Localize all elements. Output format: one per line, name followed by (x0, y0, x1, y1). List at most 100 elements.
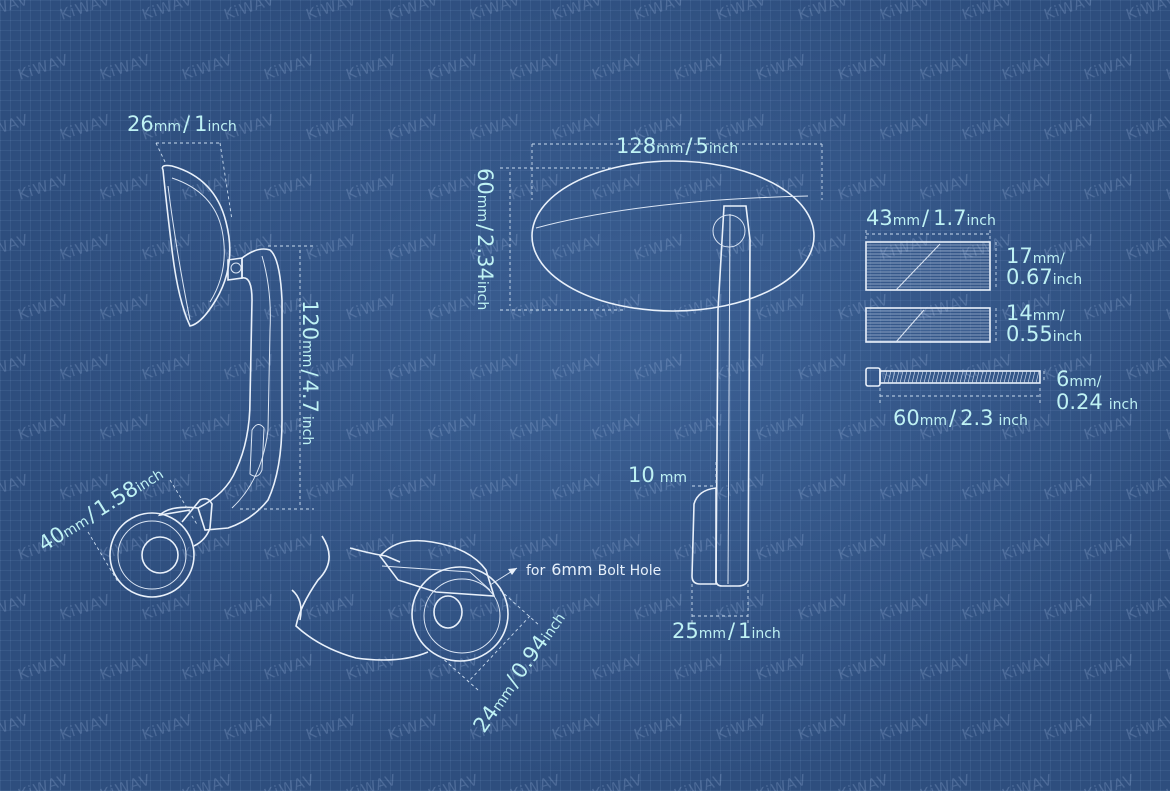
watermark-text: KiWAV (262, 530, 318, 563)
watermark-text: KiWAV (754, 410, 810, 443)
watermark-text: KiWAV (836, 770, 892, 791)
front-base-block (691, 487, 717, 585)
bolt-thread-line (987, 370, 992, 384)
watermark-text: KiWAV (550, 470, 606, 503)
watermark-text: KiWAV (918, 50, 974, 83)
bolt-thread-line (883, 370, 888, 384)
watermark-text: KiWAV (836, 410, 892, 443)
watermark-text: KiWAV (508, 530, 564, 563)
watermark-text: KiWAV (58, 110, 114, 143)
watermark-text: KiWAV (918, 650, 974, 683)
front-mirror-width-label: 128mm/5inch (616, 134, 738, 158)
watermark-text: KiWAV (1082, 410, 1138, 443)
parts-drawing (865, 230, 1045, 404)
watermark-text: KiWAV (386, 710, 442, 743)
watermark-text: KiWAV (796, 230, 852, 263)
watermark-text: KiWAV (386, 590, 442, 623)
watermark-text: KiWAV (590, 50, 646, 83)
watermark-text: KiWAV (1042, 110, 1098, 143)
watermark-text: KiWAV (344, 770, 400, 791)
watermark-text: KiWAV (836, 170, 892, 203)
watermark-text: KiWAV (836, 650, 892, 683)
side-arm-slot (249, 424, 265, 477)
watermark-text: KiWAV (1042, 590, 1098, 623)
bolt-thread-line (887, 370, 892, 384)
watermark-text: KiWAV (714, 710, 770, 743)
clamp-bolt-hole (433, 595, 463, 629)
watermark-text: KiWAV (180, 410, 236, 443)
watermark-text: KiWAV (0, 230, 31, 263)
watermark-text: KiWAV (918, 530, 974, 563)
bolt-thread-line (971, 370, 976, 384)
watermark-text: KiWAV (836, 50, 892, 83)
watermark-text: KiWAV (714, 470, 770, 503)
adapter-large-label-2: 0.67inch (1006, 265, 1082, 289)
watermark-text: KiWAV (426, 290, 482, 323)
bolt-thread-line (927, 370, 932, 384)
watermark-text: KiWAV (262, 650, 318, 683)
watermark-text: KiWAV (180, 650, 236, 683)
watermark-text: KiWAV (140, 0, 196, 24)
watermark-text: KiWAV (1164, 770, 1170, 791)
watermark-text: KiWAV (1042, 0, 1098, 24)
watermark-text: KiWAV (836, 290, 892, 323)
watermark-text: KiWAV (98, 650, 154, 683)
watermark-text: KiWAV (754, 50, 810, 83)
bolt-thread-line (923, 370, 928, 384)
watermark-text: KiWAV (1124, 110, 1170, 143)
watermark-text: KiWAV (98, 170, 154, 203)
bolt-thread-line (999, 370, 1004, 384)
side-clamp-outer (109, 512, 195, 598)
adapter-small-label-1: 14mm/ (1006, 301, 1065, 325)
front-stem (715, 205, 751, 587)
watermark-text: KiWAV (222, 710, 278, 743)
watermark-text: KiWAV (918, 770, 974, 791)
bolt-thread-line (1015, 370, 1020, 384)
watermark-text: KiWAV (878, 230, 934, 263)
watermark-text: KiWAV (1164, 290, 1170, 323)
watermark-text: KiWAV (386, 0, 442, 24)
watermark-text: KiWAV (426, 770, 482, 791)
watermark-text: KiWAV (16, 50, 72, 83)
watermark-text: KiWAV (1000, 170, 1056, 203)
watermark-text: KiWAV (140, 590, 196, 623)
bolt-thread-line (1007, 370, 1012, 384)
watermark-text: KiWAV (632, 230, 688, 263)
watermark-text: KiWAV (58, 710, 114, 743)
watermark-text: KiWAV (0, 110, 31, 143)
watermark-text: KiWAV (386, 470, 442, 503)
watermark-text: KiWAV (426, 410, 482, 443)
watermark-text: KiWAV (386, 230, 442, 263)
watermark-text: KiWAV (0, 710, 31, 743)
bolt-thread-line (959, 370, 964, 384)
bolt-thread-line (943, 370, 948, 384)
bolt-thread-line (891, 370, 896, 384)
watermark-text: KiWAV (590, 770, 646, 791)
watermark-text: KiWAV (960, 590, 1016, 623)
watermark-text: KiWAV (960, 0, 1016, 24)
watermark-text: KiWAV (550, 350, 606, 383)
watermark-text: KiWAV (1082, 170, 1138, 203)
watermark-text: KiWAV (590, 290, 646, 323)
watermark-text: KiWAV (304, 590, 360, 623)
bolt-thread-line (939, 370, 944, 384)
watermark-text: KiWAV (426, 170, 482, 203)
watermark-text: KiWAV (140, 230, 196, 263)
watermark-text: KiWAV (468, 110, 524, 143)
watermark-text: KiWAV (754, 650, 810, 683)
watermark-text: KiWAV (58, 350, 114, 383)
watermark-text: KiWAV (960, 710, 1016, 743)
adapter-small (865, 307, 991, 343)
watermark-text: KiWAV (672, 650, 728, 683)
watermark-text: KiWAV (58, 230, 114, 263)
bolt-thread-line (983, 370, 988, 384)
clamp-outer-ring (411, 566, 509, 662)
watermark-text: KiWAV (754, 290, 810, 323)
watermark-text: KiWAV (58, 0, 114, 24)
watermark-text: KiWAV (960, 350, 1016, 383)
watermark-text: KiWAV (344, 650, 400, 683)
watermark-text: KiWAV (180, 770, 236, 791)
watermark-text: KiWAV (98, 410, 154, 443)
watermark-text: KiWAV (960, 470, 1016, 503)
